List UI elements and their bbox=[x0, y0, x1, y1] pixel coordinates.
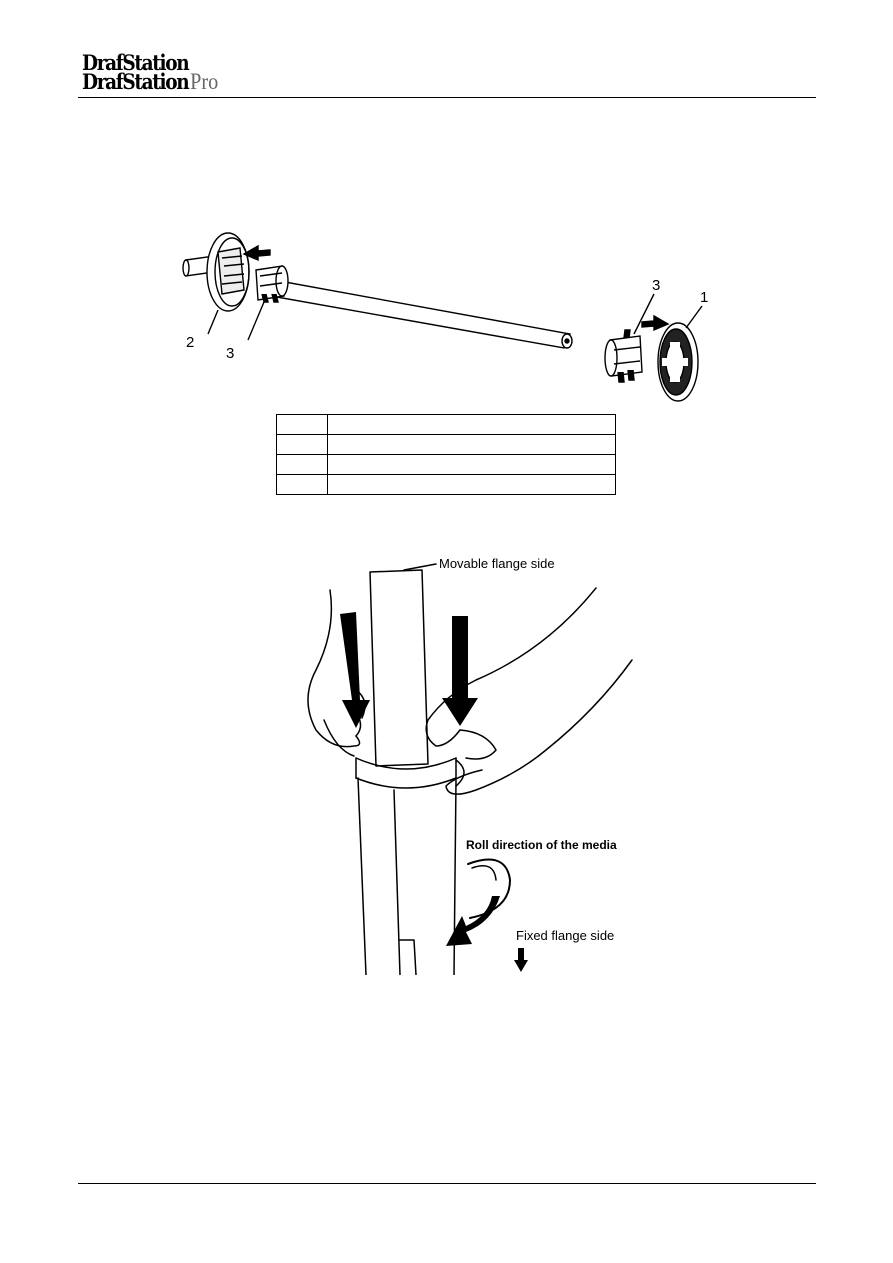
table-cell bbox=[276, 454, 328, 475]
logo-text-line1: DrafStation bbox=[82, 50, 190, 75]
header-rule bbox=[78, 97, 816, 98]
table-cell bbox=[327, 434, 616, 455]
table-cell bbox=[276, 414, 328, 435]
parts-table bbox=[276, 414, 616, 495]
fixed-flange-label: Fixed flange side bbox=[516, 928, 614, 943]
table-cell bbox=[276, 434, 328, 455]
roll-holder-illustration: 2 3 3 1 bbox=[182, 232, 708, 402]
roll-direction-label: Roll direction of the media bbox=[466, 838, 617, 852]
table-cell bbox=[327, 454, 616, 475]
logo-text-line2: DrafStationPro bbox=[82, 70, 218, 93]
roll-insertion-illustration: Movable flange side Roll direction of th… bbox=[307, 556, 633, 975]
brand-logo: DrafStation DrafStationPro bbox=[82, 52, 237, 93]
logo-text-line2-main: DrafStation bbox=[82, 69, 190, 94]
table-row bbox=[276, 474, 616, 495]
table-cell bbox=[276, 474, 328, 495]
table-cell bbox=[327, 474, 616, 495]
table-cell bbox=[327, 414, 616, 435]
movable-flange-label: Movable flange side bbox=[439, 556, 555, 571]
footer-rule bbox=[78, 1183, 816, 1184]
table-row bbox=[276, 454, 616, 475]
table-row bbox=[276, 434, 616, 455]
callout-3-right: 3 bbox=[652, 277, 660, 294]
callout-1: 1 bbox=[700, 289, 708, 306]
logo-pro: Pro bbox=[190, 69, 219, 94]
table-row bbox=[276, 414, 616, 435]
callout-2: 2 bbox=[186, 334, 194, 351]
callout-3-left: 3 bbox=[226, 345, 234, 362]
